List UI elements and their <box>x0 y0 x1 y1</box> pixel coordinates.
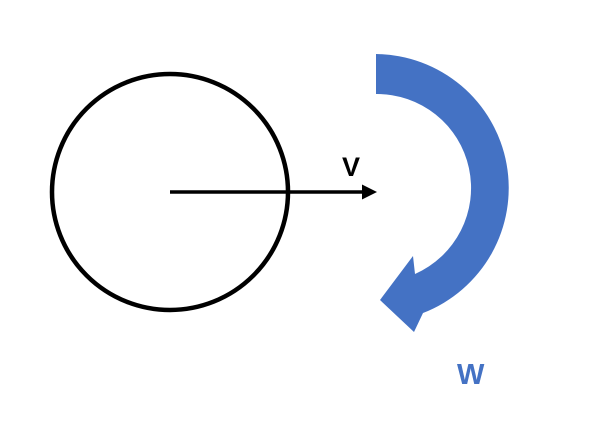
rotation-arrow <box>376 54 509 332</box>
velocity-label: V <box>342 152 361 182</box>
angular-velocity-label: W <box>457 359 485 391</box>
velocity-arrowhead <box>362 184 377 200</box>
velocity-arrow <box>170 184 377 200</box>
